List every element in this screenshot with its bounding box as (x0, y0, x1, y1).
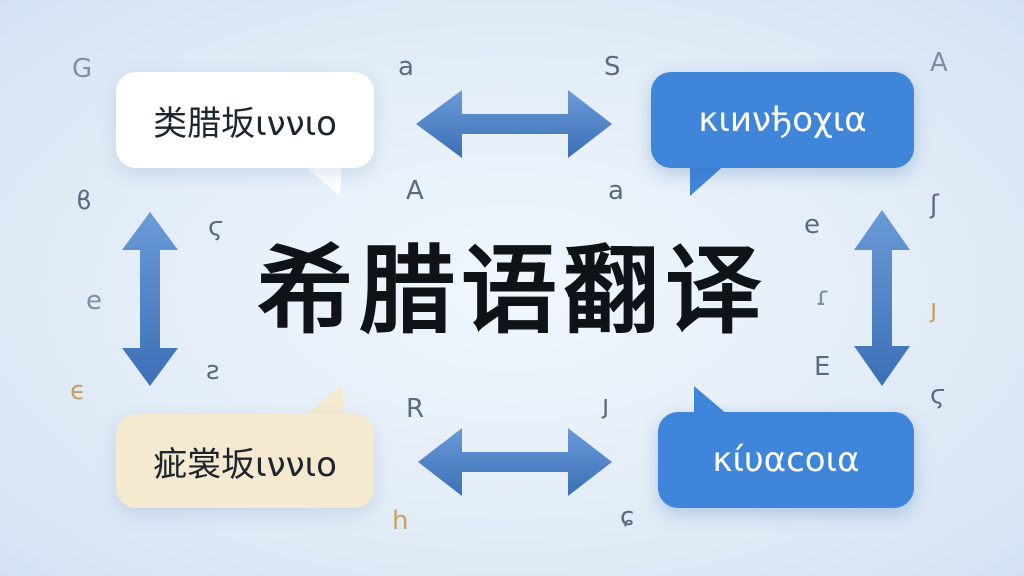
top-left-bubble-tail (300, 162, 342, 196)
page-title: 希腊语翻译 (257, 235, 767, 347)
translated-text-bubble-alt: κίυαcοια (658, 412, 914, 508)
bottom-left-bubble-tail (300, 384, 344, 420)
floating-letter: A (406, 176, 424, 206)
top-right-bubble-tail (690, 162, 728, 196)
floating-letter: ϛ (930, 380, 946, 410)
floating-letter: e (804, 210, 820, 240)
left-vertical-arrow-icon (122, 212, 178, 386)
floating-letter: h (392, 506, 409, 536)
source-text-bubble-alt: 疵裳坂ιννιο (116, 414, 374, 508)
floating-letter: R (406, 394, 425, 424)
bottom-right-bubble-tail (694, 386, 734, 420)
floating-letter: G (72, 54, 93, 84)
translated-text: κιиνђοχια (698, 100, 867, 140)
bottom-double-arrow-icon (418, 428, 612, 496)
floating-letter: ɾ (816, 282, 830, 312)
source-text-alt: 疵裳坂ιννιο (153, 444, 337, 485)
floating-letter: e (86, 286, 102, 316)
floating-letter: a (608, 176, 624, 206)
top-double-arrow-icon (416, 90, 612, 158)
source-text: 类腊坂ιννιο (153, 103, 337, 144)
floating-letter: ȷ (602, 390, 610, 420)
floating-letter: E (814, 352, 831, 382)
translated-text-bubble: κιиνђοχια (651, 72, 914, 168)
source-text-bubble: 类腊坂ιννιο (116, 72, 374, 168)
floating-letter: ʃ (930, 190, 939, 220)
floating-letter: ϐ (76, 186, 92, 216)
floating-letter: ȷ (930, 294, 938, 324)
floating-letter: S (604, 52, 621, 82)
floating-letter: ϛ (208, 212, 224, 242)
floating-letter: A (930, 48, 948, 78)
floating-letter: ɕ (620, 502, 635, 532)
right-vertical-arrow-icon (854, 210, 910, 386)
floating-letter: ϵ (70, 376, 86, 406)
translated-text-alt: κίυαcοια (712, 440, 860, 480)
floating-letter: ƨ (206, 356, 220, 386)
floating-letter: a (398, 52, 414, 82)
